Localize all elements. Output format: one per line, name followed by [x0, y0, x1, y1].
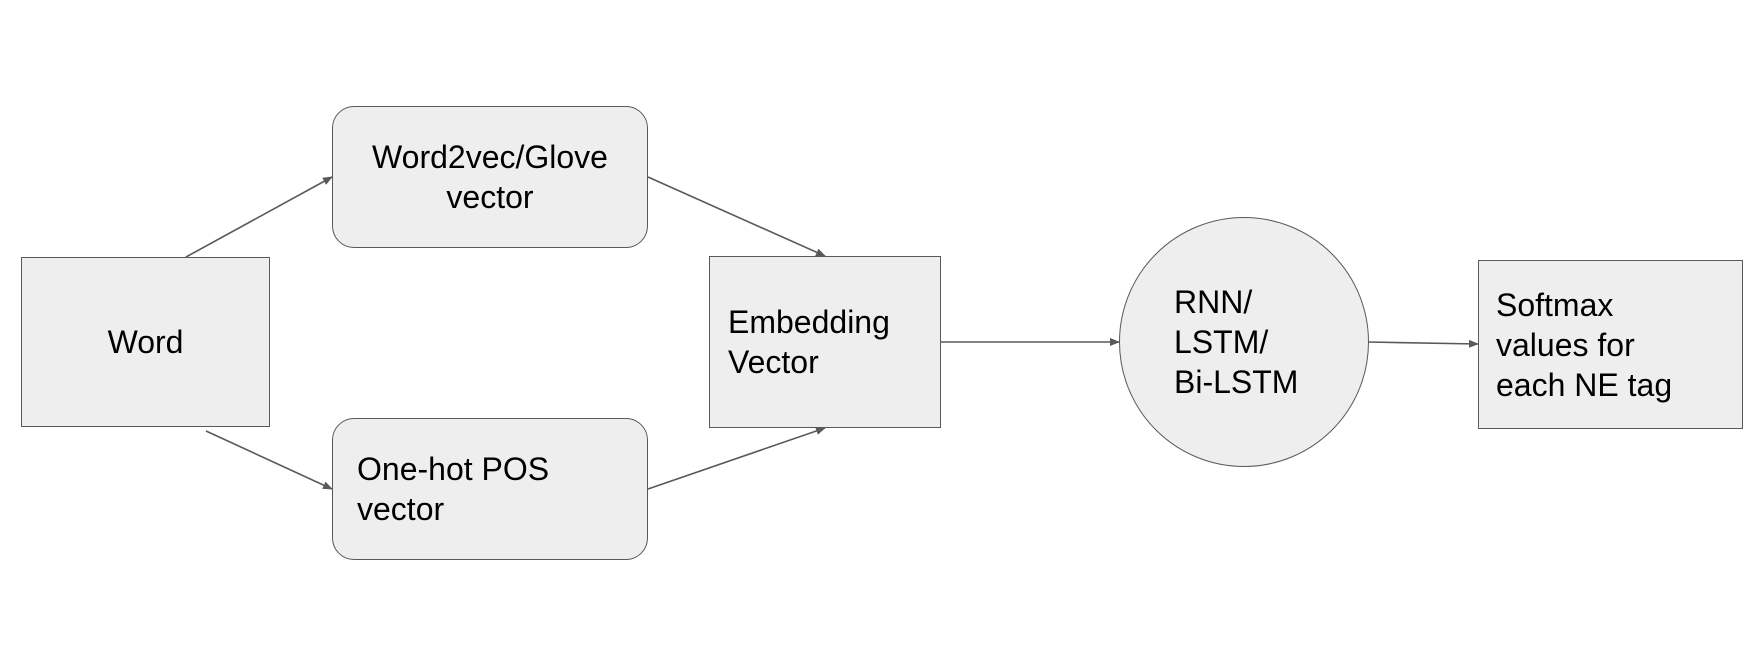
softmax-node-label-line2: values for: [1496, 326, 1635, 363]
pos-node-label-line2: vector: [357, 491, 445, 527]
rnn-node-label-line1: RNN/: [1174, 284, 1253, 320]
edge-word-to-word2vec: [185, 176, 333, 258]
softmax-node-label-line1: Softmax: [1496, 286, 1614, 323]
softmax-node-label-line3: each NE tag: [1496, 366, 1673, 403]
edge-word-to-pos: [205, 430, 333, 490]
one-hot-pos-vector-node: One-hot POS vector: [332, 418, 648, 560]
rnn-node-label-line3: Bi-LSTM: [1174, 364, 1299, 400]
edge-word2vec-to-embedding: [647, 176, 826, 257]
embedding-vector-node: Embedding Vector: [709, 256, 941, 428]
edge-rnn-to-softmax: [1368, 339, 1479, 348]
edge-pos-to-embedding: [647, 427, 826, 490]
rnn-lstm-node: RNN/ LSTM/ Bi-LSTM: [1119, 217, 1369, 467]
word2vec-node-label-line1: Word2vec/Glove: [372, 139, 608, 175]
word-node: Word: [21, 257, 270, 427]
word2vec-node-label-line2: vector: [446, 179, 534, 215]
rnn-node-label-line2: LSTM/: [1174, 324, 1269, 360]
word2vec-glove-vector-node: Word2vec/Glove vector: [332, 106, 648, 248]
softmax-output-node: Softmax values for each NE tag: [1478, 260, 1743, 429]
pos-node-label-line1: One-hot POS: [357, 451, 550, 487]
embedding-node-label-line1: Embedding: [728, 304, 890, 340]
word-node-label: Word: [107, 324, 184, 360]
embedding-node-label-line2: Vector: [728, 344, 819, 380]
